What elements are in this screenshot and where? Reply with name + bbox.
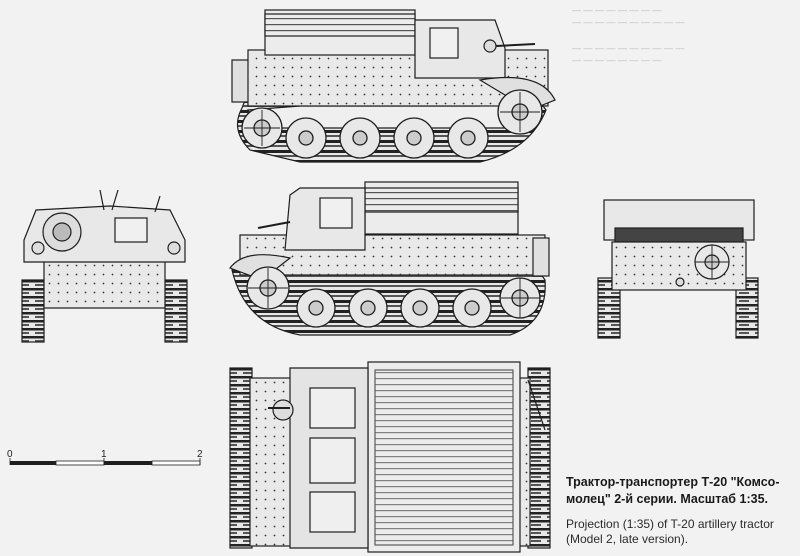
scale-bar [9, 458, 201, 466]
scale-tick-label-2: 2 [197, 449, 203, 460]
caption-russian-line-1: Трактор-транспортер Т-20 "Комсо- [566, 475, 780, 489]
caption-russian: Трактор-транспортер Т-20 "Комсо- молец" … [566, 474, 796, 508]
caption-russian-line-2: молец" 2-й серии. Масштаб 1:35. [566, 492, 768, 506]
caption-english-line-2: (Model 2, late version). [566, 532, 689, 546]
scale-tick-label-1: 1 [101, 449, 107, 460]
side-view-middle [229, 181, 550, 336]
plan-view [229, 361, 551, 553]
front-view [21, 189, 188, 343]
caption-english: Projection (1:35) of T-20 artillery trac… [566, 517, 796, 547]
rear-view [597, 199, 759, 339]
scale-tick-label-0: 0 [7, 449, 13, 460]
bleed-through-text-2: — — — — — — — — — —— — — — — — — — [572, 43, 685, 65]
caption-english-line-1: Projection (1:35) of T-20 artillery trac… [566, 517, 774, 531]
side-view-top [231, 9, 556, 163]
bleed-through-text-1: — — — — — — — —— — — — — — — — — — [572, 5, 685, 27]
